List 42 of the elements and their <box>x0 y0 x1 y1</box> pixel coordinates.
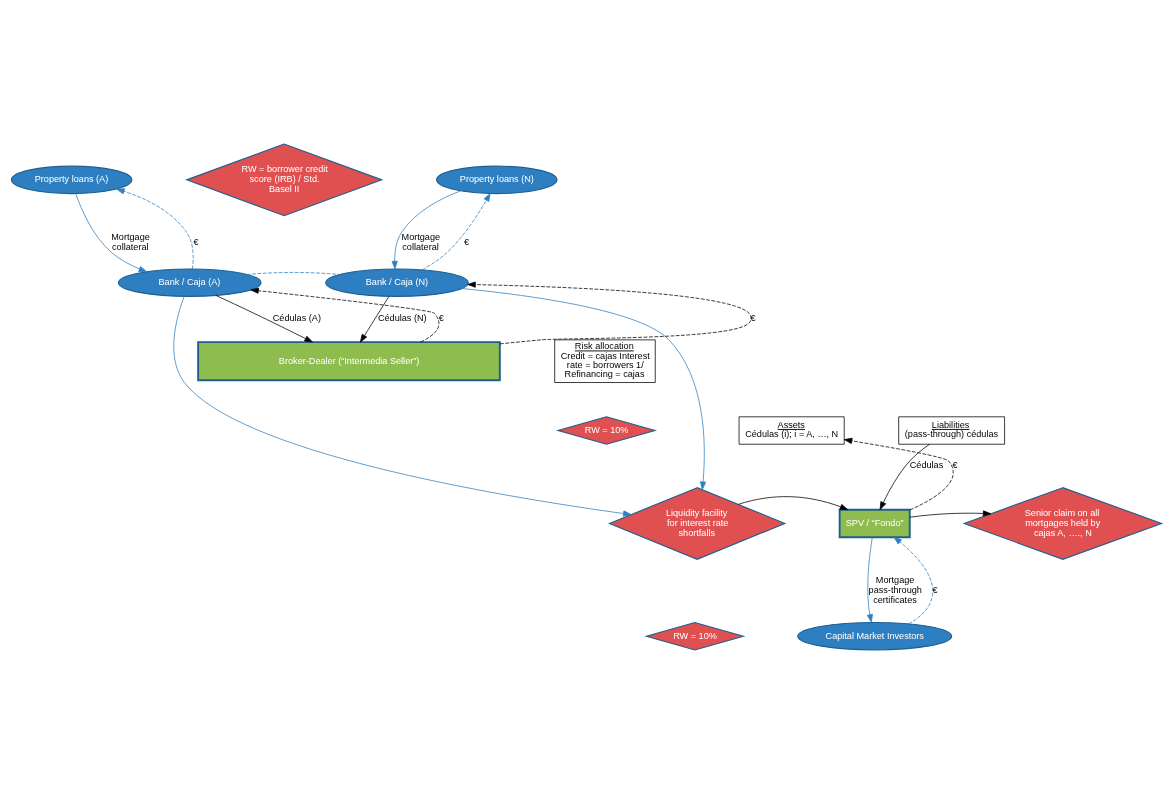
edge-label: € <box>438 312 444 323</box>
arrow <box>250 287 440 343</box>
arrow <box>360 296 390 343</box>
node-diamond: RW = borrower credit score (IRB) / Std. Basel II <box>185 143 384 217</box>
node-box: SPV / “Fondo” <box>838 508 911 539</box>
edge-label: € <box>932 585 938 596</box>
arrow <box>116 188 194 270</box>
node-ellipse: Capital Market Investors <box>797 621 953 651</box>
node-box: Liabilities (pass-through) cédulas <box>898 416 1005 445</box>
node-diamond: RW = 10% <box>555 416 658 445</box>
edge-label: Mortgage collateral <box>401 231 441 252</box>
edge-label: € <box>952 460 958 471</box>
arrow <box>866 536 873 623</box>
node-diamond: RW = 10% <box>644 621 746 651</box>
edge-label: € <box>464 236 470 247</box>
arrow <box>173 296 632 517</box>
arrow <box>738 496 849 511</box>
edge-label: Cédulas (N) <box>377 312 427 323</box>
edge-label: € <box>193 236 199 247</box>
node-box: Assets Cédulas (i); i = A, …, N <box>738 416 845 445</box>
node-ellipse: Bank / Caja (N) <box>325 268 469 297</box>
arrow <box>893 536 934 625</box>
node-ellipse: Property loans (N) <box>436 165 558 195</box>
arrow <box>879 443 930 510</box>
arrow <box>391 190 461 270</box>
arrow <box>461 288 707 490</box>
node-diamond: Liquidity facility for interest rate shortfalls <box>608 487 787 560</box>
arrow <box>909 510 992 518</box>
arrow <box>421 193 491 271</box>
edge-label: Cédulas <box>909 460 944 471</box>
node-box: Broker-Dealer (“Intermedia Seller”) <box>197 341 501 382</box>
edge-label: Cédulas (A) <box>272 312 321 323</box>
connector <box>246 272 341 275</box>
node-box: Risk allocation Credit = cajas Interest rate = borrowers 1/ Refinancing = cajas <box>554 339 656 383</box>
edge-label: Mortgage collateral <box>111 231 150 252</box>
arrow <box>467 281 752 345</box>
edge-label: € <box>750 312 756 323</box>
arrow <box>75 193 148 273</box>
edge-label: Mortgage pass-through certificates <box>868 575 922 606</box>
node-diamond: Senior claim on all mortgages held by cajas A, …., N <box>962 487 1164 560</box>
arrow <box>843 437 954 511</box>
arrow <box>215 295 313 343</box>
